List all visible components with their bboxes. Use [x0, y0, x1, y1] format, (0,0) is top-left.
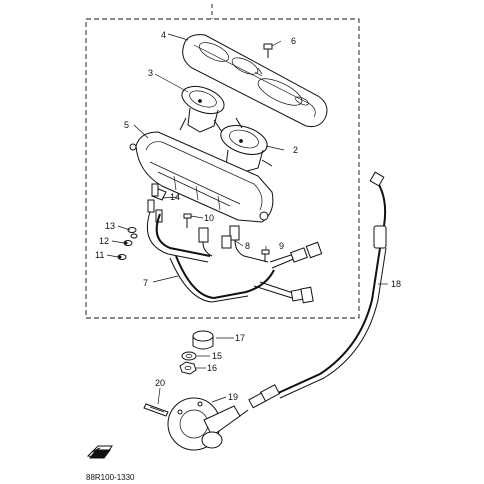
drawing-code: 88R100-1330 — [86, 473, 135, 482]
washer-part-15 — [181, 351, 197, 361]
callout-8: 8 — [245, 241, 250, 251]
callout-numbers: 4 6 3 5 2 14 10 13 8 9 12 11 7 17 15 16 … — [95, 30, 401, 402]
speedometer-gear-unit-part — [167, 397, 249, 451]
speedometer-cable-part — [248, 171, 387, 409]
screw-part-6 — [254, 43, 273, 77]
speedometer-part — [179, 85, 225, 133]
callout-14: 14 — [170, 192, 180, 202]
screw-part-9 — [261, 249, 270, 262]
callout-12: 12 — [99, 236, 109, 246]
callout-17: 17 — [235, 333, 245, 343]
callout-9: 9 — [279, 241, 284, 251]
meter-cover-part — [182, 34, 328, 127]
callout-16: 16 — [207, 363, 217, 373]
callout-2: 2 — [293, 145, 298, 155]
callout-6: 6 — [291, 36, 296, 46]
grommet-part-17 — [192, 330, 214, 350]
bulb-socket-part-11 — [117, 254, 127, 260]
callout-10: 10 — [204, 213, 214, 223]
callout-5: 5 — [124, 120, 129, 130]
callout-7: 7 — [143, 278, 148, 288]
bulb-socket-part-13 — [127, 227, 138, 239]
callout-19: 19 — [228, 392, 238, 402]
meter-case-part — [129, 131, 274, 223]
leader-lines — [106, 33, 388, 405]
bulb-socket-part-12 — [123, 240, 133, 246]
callout-4: 4 — [161, 30, 166, 40]
callout-20: 20 — [155, 378, 165, 388]
screw-part-10 — [183, 213, 192, 228]
callout-18: 18 — [391, 279, 401, 289]
callout-3: 3 — [148, 68, 153, 78]
nut-part-16 — [179, 361, 197, 375]
callout-15: 15 — [212, 351, 222, 361]
assembly-boundary — [85, 4, 360, 319]
cotter-pin-part — [143, 403, 169, 417]
callout-13: 13 — [105, 221, 115, 231]
wire-harness-part — [146, 211, 323, 304]
tachometer-part — [220, 117, 273, 174]
callout-11: 11 — [95, 250, 104, 260]
manual-book-icon — [86, 445, 113, 459]
